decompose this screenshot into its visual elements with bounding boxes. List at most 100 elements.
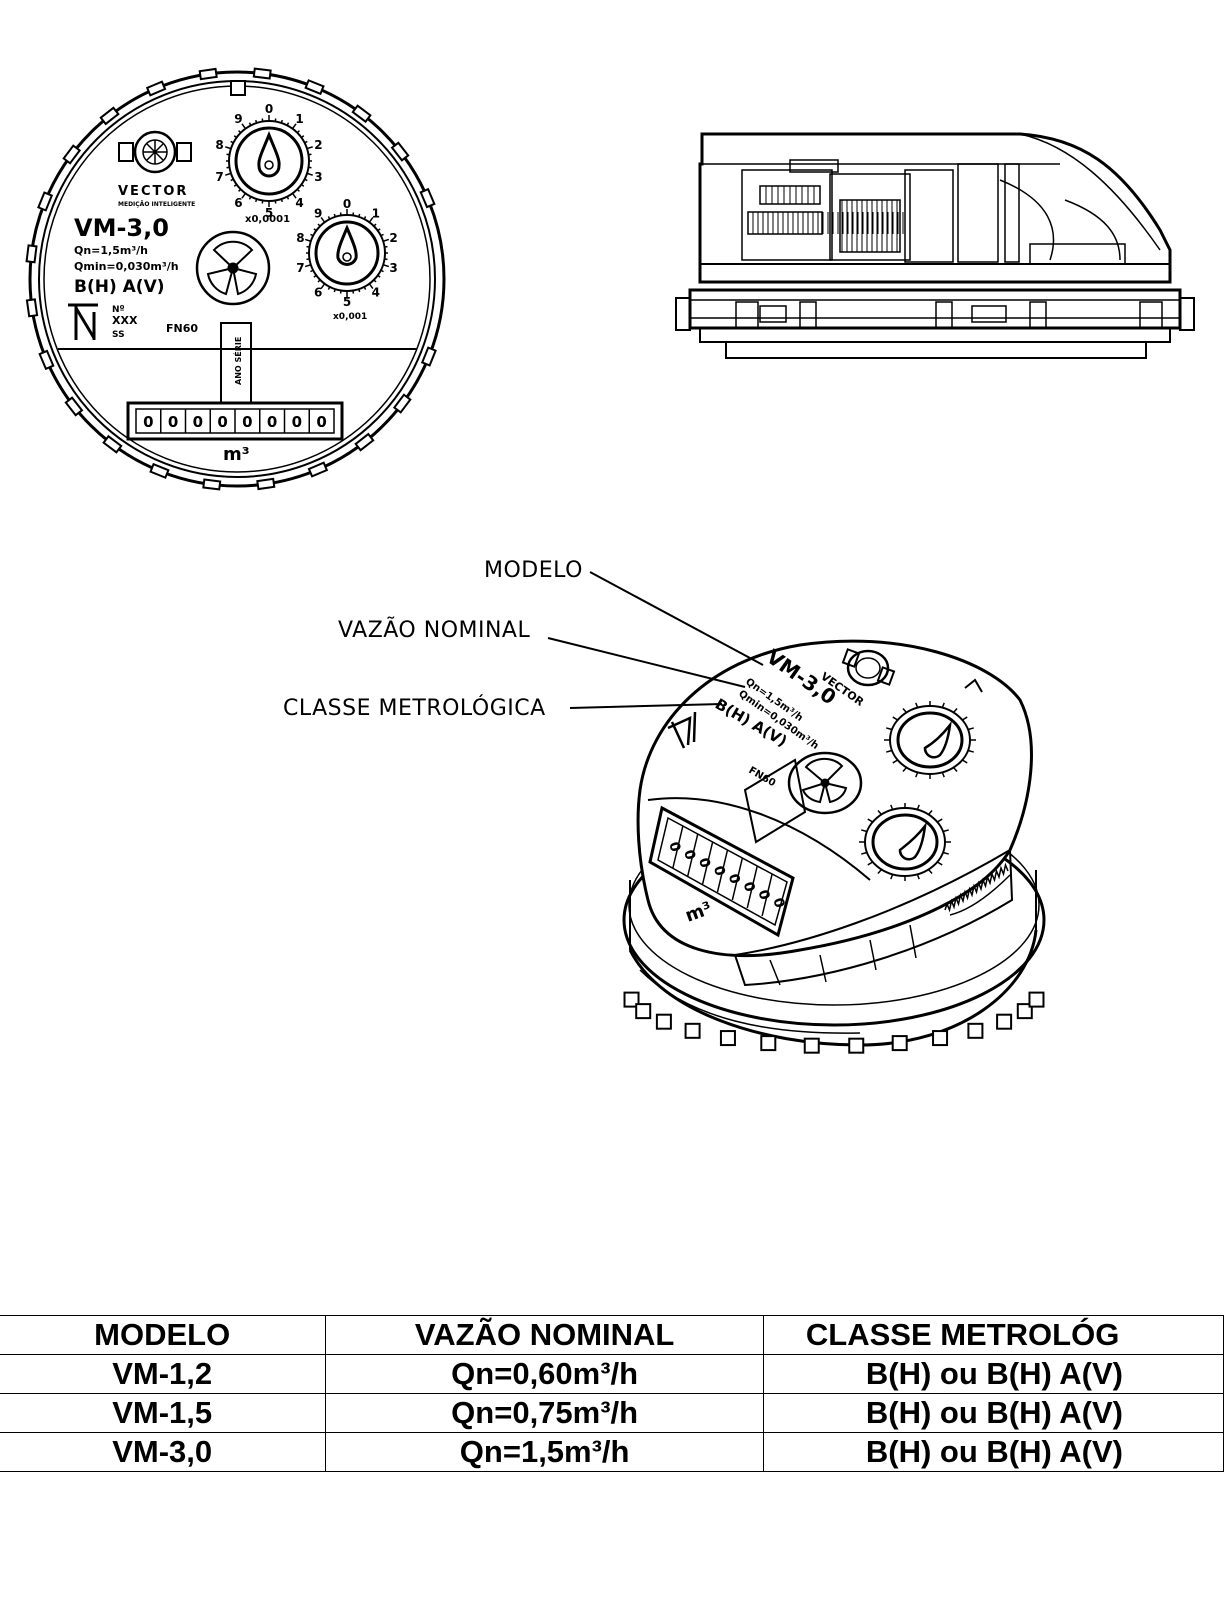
iso-tab bbox=[967, 1022, 984, 1039]
dial-tick bbox=[230, 140, 234, 144]
iso-spring-coil bbox=[944, 862, 1009, 913]
rim-tab bbox=[64, 396, 84, 417]
iso-counter-digit: 0 bbox=[680, 848, 698, 862]
iso-dial-tick bbox=[902, 707, 908, 713]
dial-number: 5 bbox=[343, 295, 351, 309]
rim-tab bbox=[419, 187, 436, 209]
dial-tick bbox=[300, 183, 305, 187]
dial-number: 6 bbox=[314, 286, 322, 300]
iso-tab bbox=[932, 1030, 949, 1047]
counter-digit: 0 bbox=[193, 413, 203, 431]
iso-dial-tick bbox=[916, 874, 920, 880]
front-qn: Qn=1,5m³/h bbox=[74, 244, 148, 257]
iso-counter-divider bbox=[746, 865, 758, 909]
iso-dial-tick bbox=[886, 749, 893, 753]
front-qmin: Qmin=0,030m³/h bbox=[74, 260, 179, 273]
dial-tick bbox=[286, 122, 290, 126]
rim-tab bbox=[420, 346, 437, 367]
dial-tick bbox=[306, 172, 313, 176]
cell-class: B(H) ou B(H) A(V) bbox=[762, 1393, 1225, 1433]
front-dial1-mult: x0,0001 bbox=[245, 214, 290, 225]
counter-digit: 0 bbox=[316, 413, 326, 431]
counter-digit: 0 bbox=[217, 413, 227, 431]
rim-tab bbox=[62, 144, 82, 165]
iso-tab bbox=[655, 1013, 672, 1030]
table-row: VM-1,2 Qn=0,60m³/h B(H) ou B(H) A(V) bbox=[0, 1354, 1225, 1394]
dial-number: 8 bbox=[215, 138, 223, 152]
iso-dial-tick bbox=[952, 707, 958, 713]
dial-tick bbox=[291, 123, 297, 130]
dial-tick bbox=[358, 213, 361, 218]
dial-tick bbox=[363, 216, 367, 220]
iso-dial-tick bbox=[867, 861, 874, 866]
dial-tick bbox=[225, 172, 232, 176]
iso-tab bbox=[848, 1037, 865, 1054]
dial-tick bbox=[368, 216, 374, 223]
dial-number: 4 bbox=[372, 286, 380, 300]
front-cert-2: XXX bbox=[112, 314, 138, 327]
cell-class: B(H) ou B(H) A(V) bbox=[762, 1354, 1225, 1394]
dial-tick bbox=[313, 228, 317, 232]
model-spec-table: MODELO VAZÃO NOMINAL CLASSE METROLÓG VM-… bbox=[0, 1315, 1225, 1472]
iso-dial-tick bbox=[936, 861, 943, 866]
iso-tab bbox=[760, 1035, 777, 1052]
iso-dial-tick bbox=[877, 869, 883, 875]
header-metrological-class: CLASSE METROLÓG bbox=[762, 1315, 1225, 1355]
iso-counter-digit: 0 bbox=[755, 888, 773, 902]
dial-tick bbox=[377, 274, 381, 278]
front-lot: FN60 bbox=[166, 322, 198, 335]
iso-counter-divider bbox=[716, 849, 729, 893]
iso-dial-tick bbox=[936, 818, 943, 823]
iso-dial-tick bbox=[886, 727, 893, 731]
dial-tick bbox=[310, 269, 314, 273]
dial-number: 8 bbox=[296, 231, 304, 245]
dial-tick bbox=[317, 279, 321, 283]
dial-number: 2 bbox=[314, 138, 322, 152]
header-model: MODELO bbox=[0, 1315, 327, 1355]
dial-tick bbox=[233, 135, 238, 139]
front-serial-vertical: ANO SÉRIE bbox=[232, 337, 243, 385]
rim-tab bbox=[102, 434, 123, 454]
callout-leaders bbox=[547, 571, 764, 709]
dial-tick bbox=[304, 238, 312, 242]
leader-nominal-flow bbox=[547, 637, 746, 688]
front-unit: m³ bbox=[223, 444, 250, 465]
dial-tick bbox=[286, 196, 290, 200]
dial-tick bbox=[363, 286, 367, 290]
iso-tab bbox=[1016, 1003, 1033, 1020]
iso-dial-tick bbox=[915, 702, 919, 708]
dial-tick bbox=[230, 178, 234, 182]
iso-dial-tick bbox=[916, 804, 920, 810]
dial-tick bbox=[238, 188, 242, 192]
dial-tick bbox=[310, 233, 314, 237]
dial-number: 2 bbox=[389, 231, 397, 245]
iso-dial-tick bbox=[941, 702, 945, 708]
meter-side-view bbox=[675, 132, 1195, 359]
dial-number: 1 bbox=[372, 206, 380, 220]
iso-dial-tick bbox=[861, 829, 868, 833]
iso-tab bbox=[891, 1035, 908, 1052]
dial-tick bbox=[304, 264, 312, 268]
dial-tick bbox=[241, 123, 247, 130]
dial-number: 9 bbox=[314, 206, 322, 220]
dial-number: 5 bbox=[265, 206, 273, 220]
iso-dial-tick bbox=[927, 809, 933, 815]
cell-model: VM-1,2 bbox=[0, 1354, 327, 1394]
table-row: VM-1,5 Qn=0,75m³/h B(H) ou B(H) A(V) bbox=[0, 1393, 1225, 1433]
rim-tab bbox=[307, 461, 329, 478]
dial-tick bbox=[368, 283, 374, 290]
dial-tick bbox=[238, 130, 242, 134]
iso-counter-divider bbox=[672, 825, 684, 869]
dial-tick bbox=[248, 122, 252, 126]
rim-tab bbox=[354, 432, 375, 452]
iso-dial-tick bbox=[892, 716, 899, 721]
dial-tick bbox=[280, 119, 284, 124]
meter-front-view bbox=[25, 67, 446, 491]
dial-tick bbox=[306, 146, 313, 150]
dial-tick bbox=[225, 146, 232, 150]
front-brand: VECTOR bbox=[118, 184, 188, 199]
iso-dial-tick bbox=[890, 804, 894, 810]
iso-dial-tick bbox=[890, 874, 894, 880]
